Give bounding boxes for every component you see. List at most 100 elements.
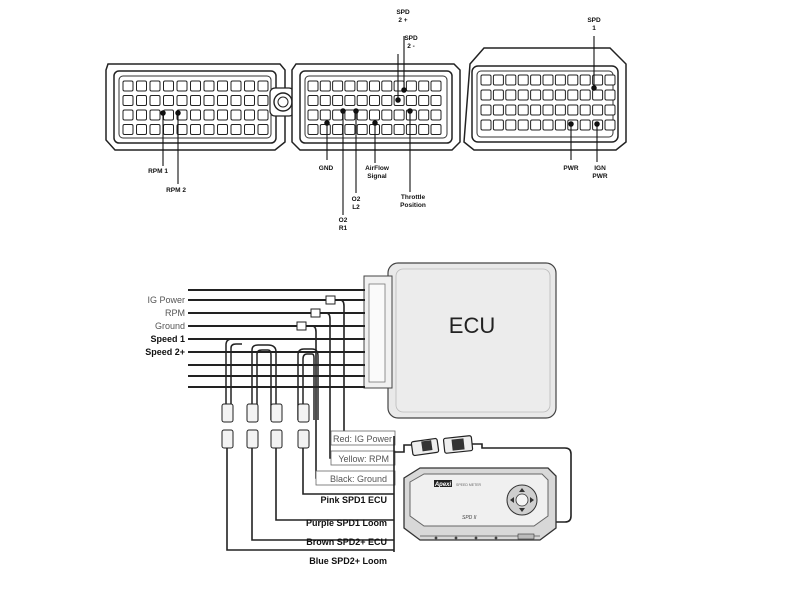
connector-pin [418, 80, 430, 92]
connector-pin [217, 124, 228, 135]
connector-pin [163, 95, 174, 106]
connector-pin [136, 109, 147, 121]
connector-pin [369, 80, 380, 92]
connector-pin [203, 95, 215, 106]
connector-pin [554, 119, 566, 131]
svg-text:SPD II: SPD II [462, 515, 477, 521]
connector-pin [517, 104, 529, 116]
connector-pin [480, 104, 492, 116]
connector-pin [257, 124, 269, 135]
connector-pin [530, 104, 542, 116]
connector-pin [307, 80, 319, 92]
connector-pin [257, 95, 269, 106]
input-speed2: Speed 2+ [145, 347, 185, 357]
input-rpm: RPM [165, 308, 185, 318]
connector-pin [579, 104, 591, 116]
connector-pin [381, 124, 393, 135]
connector-pin [230, 124, 242, 135]
connector-pin [230, 95, 242, 106]
connector-pin [244, 95, 255, 106]
tap-wires [306, 299, 394, 479]
connector-pin [217, 80, 228, 92]
pin-callouts [160, 36, 600, 215]
connector-pin [381, 80, 393, 92]
device-plugs [410, 435, 572, 523]
connector-pin [369, 109, 380, 121]
connector-pin [149, 95, 161, 106]
connector-pin [517, 89, 529, 101]
connector-pin [319, 80, 331, 92]
connector-pin [356, 95, 368, 106]
apexi-device: Apexi SPEED METER SPD II [403, 467, 557, 541]
connector-pin [567, 74, 579, 86]
connector-2 [291, 63, 461, 151]
connector-pin [319, 95, 331, 106]
connector-3 [463, 47, 627, 151]
connector-pin [430, 95, 442, 106]
connector-pin [480, 74, 492, 86]
connector-pin [505, 89, 517, 101]
connector-pin [163, 124, 174, 135]
install-wiring: ECU IG Power RPM Ground Speed 1 Speed 2+ [145, 262, 572, 566]
bullet-connectors [221, 403, 310, 449]
connector-pin [136, 80, 147, 92]
connector-pin [149, 80, 161, 92]
connector-pin [344, 124, 356, 135]
connector-pin [418, 109, 430, 121]
input-ground: Ground [155, 321, 185, 331]
connector-pin [542, 89, 554, 101]
connector-pin [530, 74, 542, 86]
ecu-box: ECU [363, 262, 557, 419]
connector-pin [319, 109, 331, 121]
svg-text:SPEED METER: SPEED METER [456, 483, 482, 487]
wire-yellow: Yellow: RPM [338, 454, 389, 464]
connector-pin [430, 124, 442, 135]
connector-pin [257, 80, 269, 92]
connector-pin [244, 124, 255, 135]
connector-pin [203, 109, 215, 121]
connector-pin [369, 95, 380, 106]
connector-pin [517, 119, 529, 131]
connector-pin [217, 95, 228, 106]
connector-pin [332, 80, 344, 92]
connector-pin [554, 74, 566, 86]
connector-pin [530, 89, 542, 101]
connector-pin [604, 89, 616, 101]
connector-pin [418, 95, 430, 106]
input-ig-power: IG Power [147, 295, 185, 305]
bus-to-plug [394, 444, 412, 453]
connector-pin [604, 74, 616, 86]
connector-pin [492, 89, 504, 101]
connector-pin [505, 104, 517, 116]
apexi-logo [434, 480, 452, 487]
connector-pin [430, 109, 442, 121]
wire-purple: Purple SPD1 Loom [306, 518, 387, 528]
connector-pin [381, 109, 393, 121]
connector-pin [592, 89, 604, 101]
connector-pin [122, 80, 134, 92]
connector-pin [505, 74, 517, 86]
screw-hole [269, 87, 295, 117]
connector-pin [554, 104, 566, 116]
label-rpm1: RPM 1 [148, 168, 168, 175]
connector-pin [203, 80, 215, 92]
connector-pin [344, 95, 356, 106]
connector-pin [230, 80, 242, 92]
connector-pin [307, 95, 319, 106]
connector-pin [190, 95, 201, 106]
connector-pin [356, 124, 368, 135]
connector-pin [257, 109, 269, 121]
connector-pin [122, 124, 134, 135]
connector-pin [405, 95, 417, 106]
connector-pin [492, 104, 504, 116]
wire-blue: Blue SPD2+ Loom [309, 556, 387, 566]
connector-pin [344, 80, 356, 92]
connector-pin [604, 104, 616, 116]
wire-labels: Red: IG Power Yellow: RPM Black: Ground … [306, 430, 396, 566]
connector-pin [176, 95, 188, 106]
